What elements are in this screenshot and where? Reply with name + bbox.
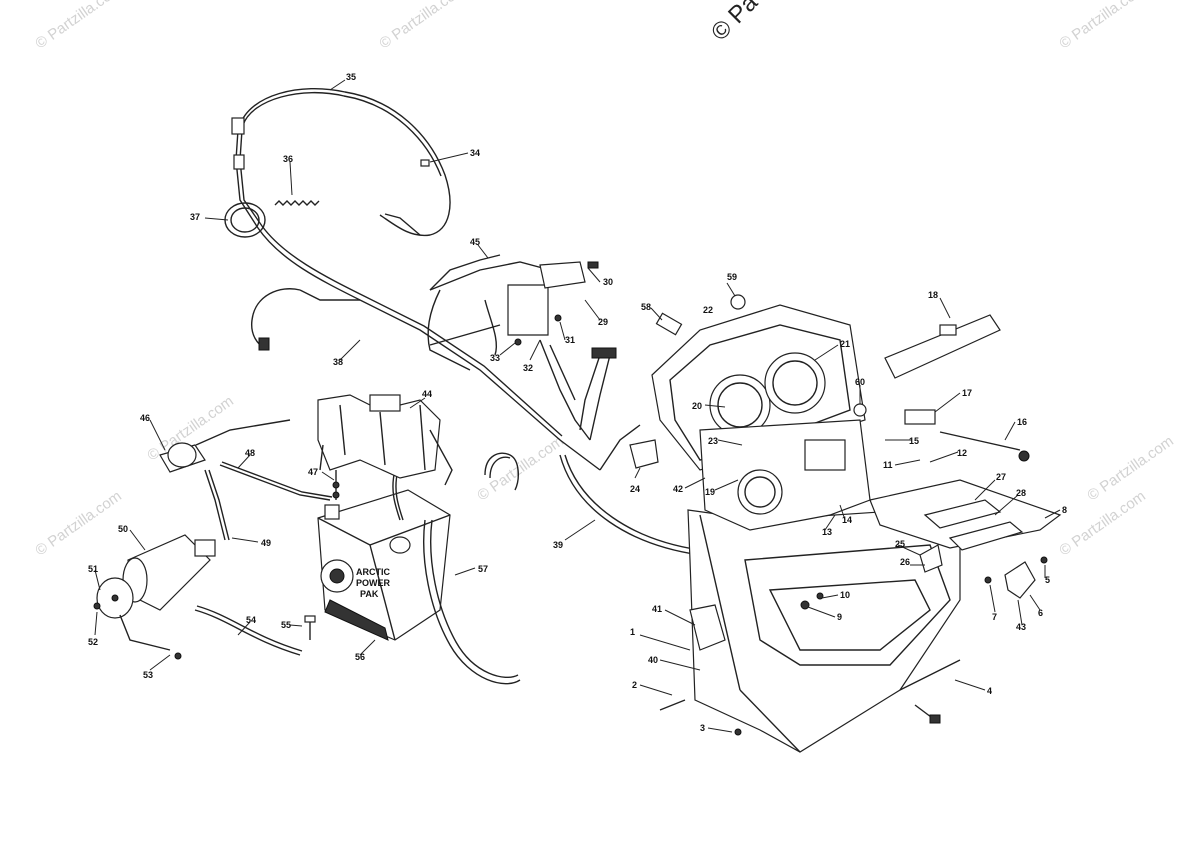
callout-13: 13: [822, 527, 832, 537]
callout-58: 58: [641, 302, 651, 312]
battery-bracket: [317, 394, 453, 486]
callout-3: 3: [700, 723, 705, 733]
callout-24: 24: [630, 484, 640, 494]
callout-1: 1: [630, 627, 635, 637]
callout-59: 59: [727, 272, 737, 282]
callout-34: 34: [470, 148, 480, 158]
callout-33: 33: [490, 353, 500, 363]
callout-43: 43: [1016, 622, 1026, 632]
callout-50: 50: [118, 524, 128, 534]
callout-51: 51: [88, 564, 98, 574]
callout-17: 17: [962, 388, 972, 398]
wiring-harness: [224, 88, 701, 556]
battery-label-2: POWER: [356, 578, 391, 588]
callout-40: 40: [648, 655, 658, 665]
callout-18: 18: [928, 290, 938, 300]
callout-21: 21: [840, 339, 850, 349]
callout-45: 45: [470, 237, 480, 247]
callout-30: 30: [603, 277, 613, 287]
callout-15: 15: [909, 436, 919, 446]
callout-39: 39: [553, 540, 563, 550]
callout-27: 27: [996, 472, 1006, 482]
callout-4: 4: [987, 686, 992, 696]
callout-6: 6: [1038, 608, 1043, 618]
callout-42: 42: [673, 484, 683, 494]
callout-55: 55: [281, 620, 291, 630]
battery-label-3: PAK: [360, 589, 379, 599]
solenoid: [159, 419, 333, 541]
callout-5: 5: [1045, 575, 1050, 585]
callout-32: 32: [523, 363, 533, 373]
callout-47: 47: [308, 467, 318, 477]
callout-23: 23: [708, 436, 718, 446]
callout-36: 36: [283, 154, 293, 164]
callout-35: 35: [346, 72, 356, 82]
callout-8: 8: [1062, 505, 1067, 515]
callout-11: 11: [883, 460, 893, 470]
callout-10: 10: [840, 590, 850, 600]
leader-lines: [94, 79, 1061, 733]
callout-48: 48: [245, 448, 255, 458]
callout-57: 57: [478, 564, 488, 574]
battery: ARCTIC POWER PAK: [317, 469, 521, 685]
callout-60: 60: [855, 377, 865, 387]
callout-37: 37: [190, 212, 200, 222]
callouts: 35 34 36 37 45 30 29 31 32 33 38 59 58 2…: [88, 72, 1067, 733]
callout-12: 12: [957, 448, 967, 458]
callout-31: 31: [565, 335, 575, 345]
callout-22: 22: [703, 305, 713, 315]
callout-46: 46: [140, 413, 150, 423]
callout-29: 29: [598, 317, 608, 327]
callout-20: 20: [692, 401, 702, 411]
console: [629, 294, 1062, 753]
regulator-bracket: [429, 254, 617, 359]
callout-16: 16: [1017, 417, 1027, 427]
battery-label-1: ARCTIC: [356, 567, 390, 577]
callout-52: 52: [88, 637, 98, 647]
callout-2: 2: [632, 680, 637, 690]
callout-9: 9: [837, 612, 842, 622]
callout-44: 44: [422, 389, 432, 399]
callout-25: 25: [895, 539, 905, 549]
callout-28: 28: [1016, 488, 1026, 498]
callout-54: 54: [246, 615, 256, 625]
callout-53: 53: [143, 670, 153, 680]
callout-38: 38: [333, 357, 343, 367]
callout-26: 26: [900, 557, 910, 567]
callout-14: 14: [842, 515, 852, 525]
callout-49: 49: [261, 538, 271, 548]
callout-19: 19: [705, 487, 715, 497]
starter-motor: [93, 470, 340, 660]
callout-41: 41: [652, 604, 662, 614]
callout-7: 7: [992, 612, 997, 622]
callout-56: 56: [355, 652, 365, 662]
